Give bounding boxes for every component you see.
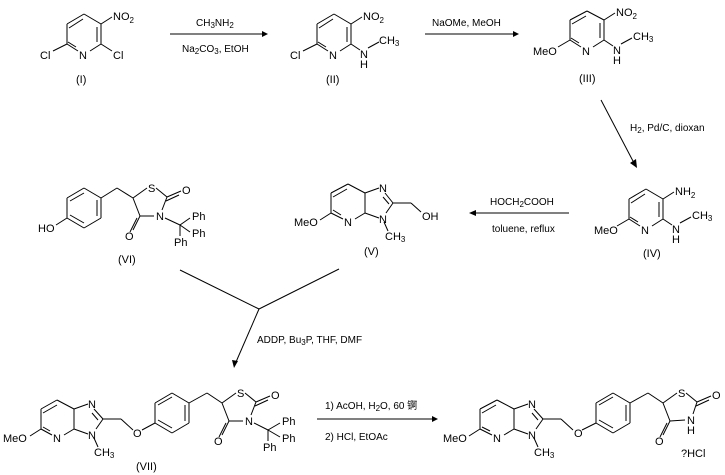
atom-n-pyridine: N [493, 433, 501, 445]
step2-reagent-above: NaOMe, MeOH [432, 18, 501, 29]
arrow-step-1: CH3NH2 Na2CO3, EtOH [170, 18, 268, 56]
atom-o-top: O [182, 185, 191, 197]
atom-o-bottom: O [214, 436, 223, 448]
atom-o-ether: O [133, 428, 142, 440]
atom-ch3: CH3 [379, 35, 400, 48]
atom-ch3: CH3 [385, 231, 406, 244]
atom-ph-1: Ph [192, 211, 205, 223]
atom-nh-n: N [360, 49, 368, 61]
step6-reagent-below: 2) HCl, EtOAc [325, 432, 388, 443]
atom-o-bottom: O [125, 231, 134, 243]
arrow-step-3: H2, Pd/C, dioxan [600, 99, 705, 168]
atom-n-methyl: N [379, 214, 387, 226]
atom-s: S [678, 388, 685, 400]
atom-s: S [148, 183, 155, 195]
step1-reagent-above: CH3NH2 [196, 18, 234, 30]
arrow-step-2: NaOMe, MeOH [425, 18, 519, 37]
atom-ch3: CH3 [534, 447, 555, 460]
step6-reagent-above: 1) AcOH, H2O, 60 锕 [325, 399, 417, 413]
atom-n: N [156, 211, 164, 223]
atom-nh-h: H [672, 234, 680, 246]
step3-reagent: H2, Pd/C, dioxan [630, 123, 705, 135]
compound-V: N N N MeO CH3 OH (V) [294, 183, 439, 258]
atom-meo: MeO [3, 433, 27, 445]
compound-label-V: (V) [364, 246, 379, 258]
atom-n-top: N [88, 399, 96, 411]
atom-ph-3: Ph [174, 237, 187, 249]
atom-nh-n: N [613, 45, 621, 57]
atom-o-top: O [712, 390, 721, 402]
atom-n-pyridine: N [53, 433, 61, 445]
atom-ch3: CH3 [692, 210, 713, 223]
atom-n: N [582, 46, 590, 58]
step1-reagent-below: Na2CO3, EtOH [182, 44, 249, 56]
atom-meo: MeO [443, 433, 467, 445]
atom-n: N [245, 416, 253, 428]
compound-label-III: (III) [579, 73, 596, 85]
atom-o-ether: O [574, 428, 583, 440]
compound-label-I: (I) [76, 74, 86, 86]
atom-ph-1: Ph [282, 416, 295, 428]
atom-nh-n: N [672, 224, 680, 236]
atom-ph-2: Ph [192, 228, 205, 240]
compound-label-VI: (VI) [118, 254, 136, 266]
atom-ho: HO [38, 223, 55, 235]
atom-n: N [329, 50, 337, 62]
atom-meo: MeO [533, 46, 557, 58]
compound-product: N N N MeO CH3 O S O N H O ?HCl [443, 388, 721, 460]
atom-ph-2: Ph [282, 433, 295, 445]
atom-no2: NO2 [113, 11, 135, 25]
compound-VI: HO S O N O Ph Ph Ph (VI) [38, 183, 205, 266]
atom-ch3: CH3 [94, 447, 115, 460]
compound-I: N Cl Cl NO2 (I) [40, 11, 135, 86]
atom-nh2: NH2 [675, 186, 696, 200]
atom-o-top: O [271, 390, 280, 402]
compound-IV: N MeO NH2 N H CH3 (IV) [594, 186, 713, 260]
atom-no2: NO2 [363, 11, 385, 25]
atom-n: N [79, 50, 87, 62]
arrow-step-6: 1) AcOH, H2O, 60 锕 2) HCl, EtOAc [317, 399, 438, 443]
atom-n-pyridine: N [344, 217, 352, 229]
atom-n-methyl: N [88, 430, 96, 442]
atom-n-top: N [379, 183, 387, 195]
atom-nh-h: H [613, 55, 621, 67]
atom-meo: MeO [594, 225, 618, 237]
atom-meo: MeO [294, 217, 318, 229]
atom-ph-3: Ph [263, 442, 276, 454]
atom-n: N [641, 225, 649, 237]
atom-nh-h: H [687, 425, 695, 437]
compound-label-II: (II) [326, 74, 339, 86]
compound-label-product: ?HCl [681, 448, 705, 460]
atom-n-methyl: N [528, 430, 536, 442]
step5-reagent: ADDP, Bu3P, THF, DMF [257, 335, 362, 347]
atom-oh: OH [422, 211, 439, 223]
compound-II: N Cl NO2 N H CH3 (II) [290, 11, 400, 86]
step4-reagent-below: toluene, reflux [492, 224, 555, 235]
atom-no2: NO2 [616, 7, 638, 21]
compound-label-IV: (IV) [643, 248, 661, 260]
atom-cl: Cl [290, 50, 300, 62]
atom-s: S [237, 388, 244, 400]
atom-n-top: N [528, 399, 536, 411]
atom-nh-h: H [360, 59, 368, 71]
step4-reagent-above: HOCH2COOH [490, 197, 554, 209]
compound-III: N MeO NO2 N H CH3 (III) [533, 7, 654, 85]
compound-label-VII: (VII) [136, 461, 157, 473]
compound-I-bonds [52, 13, 113, 52]
atom-nh-n: N [687, 415, 695, 427]
atom-o-bottom: O [655, 436, 664, 448]
arrow-step-4: HOCH2COOH toluene, reflux [469, 197, 569, 235]
arrow-step-5: ADDP, Bu3P, THF, DMF [179, 268, 362, 368]
atom-cl-right: Cl [113, 50, 123, 62]
atom-cl-left: Cl [40, 50, 50, 62]
compound-VII: N N N MeO CH3 O S O N O Ph Ph Ph (VII) [3, 388, 295, 473]
atom-ch3: CH3 [633, 31, 654, 44]
